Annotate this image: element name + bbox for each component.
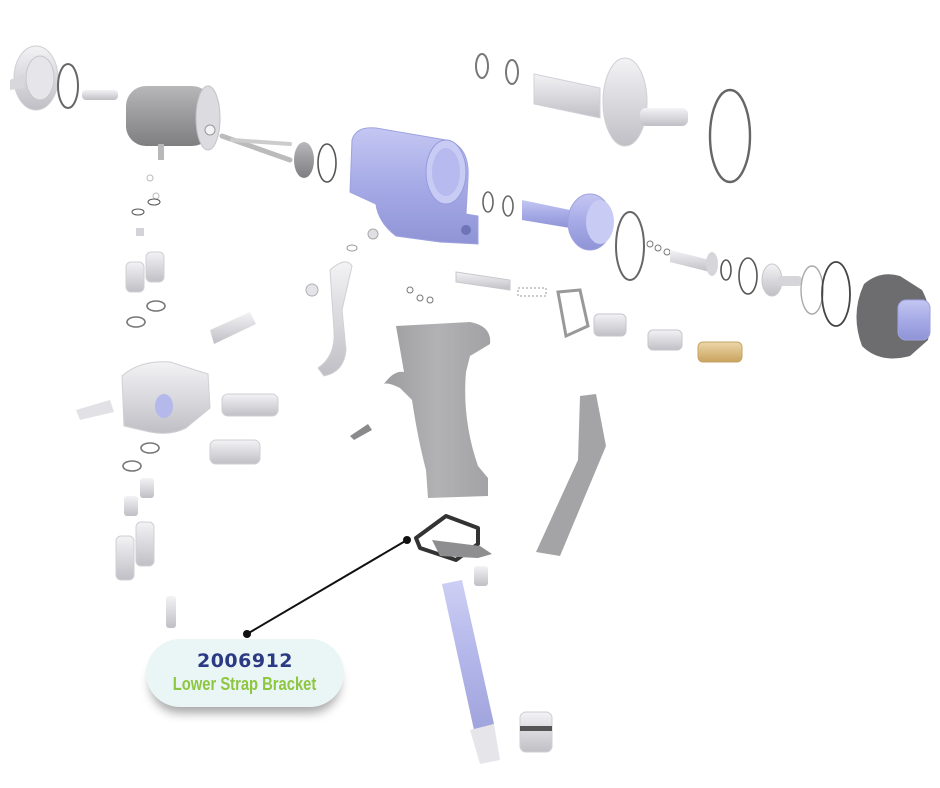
fluid-tube [442,566,553,764]
part-name: Lower Strap Bracket [173,674,317,694]
lower-strap-bracket [414,514,492,562]
callout-leader [243,536,411,638]
fluid-manifold [76,300,372,472]
trigger [305,261,434,377]
fluid-needle [455,271,743,363]
gun-body [346,127,479,252]
rear-cap [856,274,931,359]
part-callout[interactable]: 2006912 Lower Strap Bracket [146,639,344,707]
front-housing [126,85,337,183]
trigger-guard-strap [536,394,606,556]
air-valve [482,191,851,327]
check-valves [115,174,176,628]
piston-assembly [475,53,752,184]
handle-grip [384,322,491,498]
part-number: 2006912 [196,650,294,672]
air-cap [10,45,118,111]
